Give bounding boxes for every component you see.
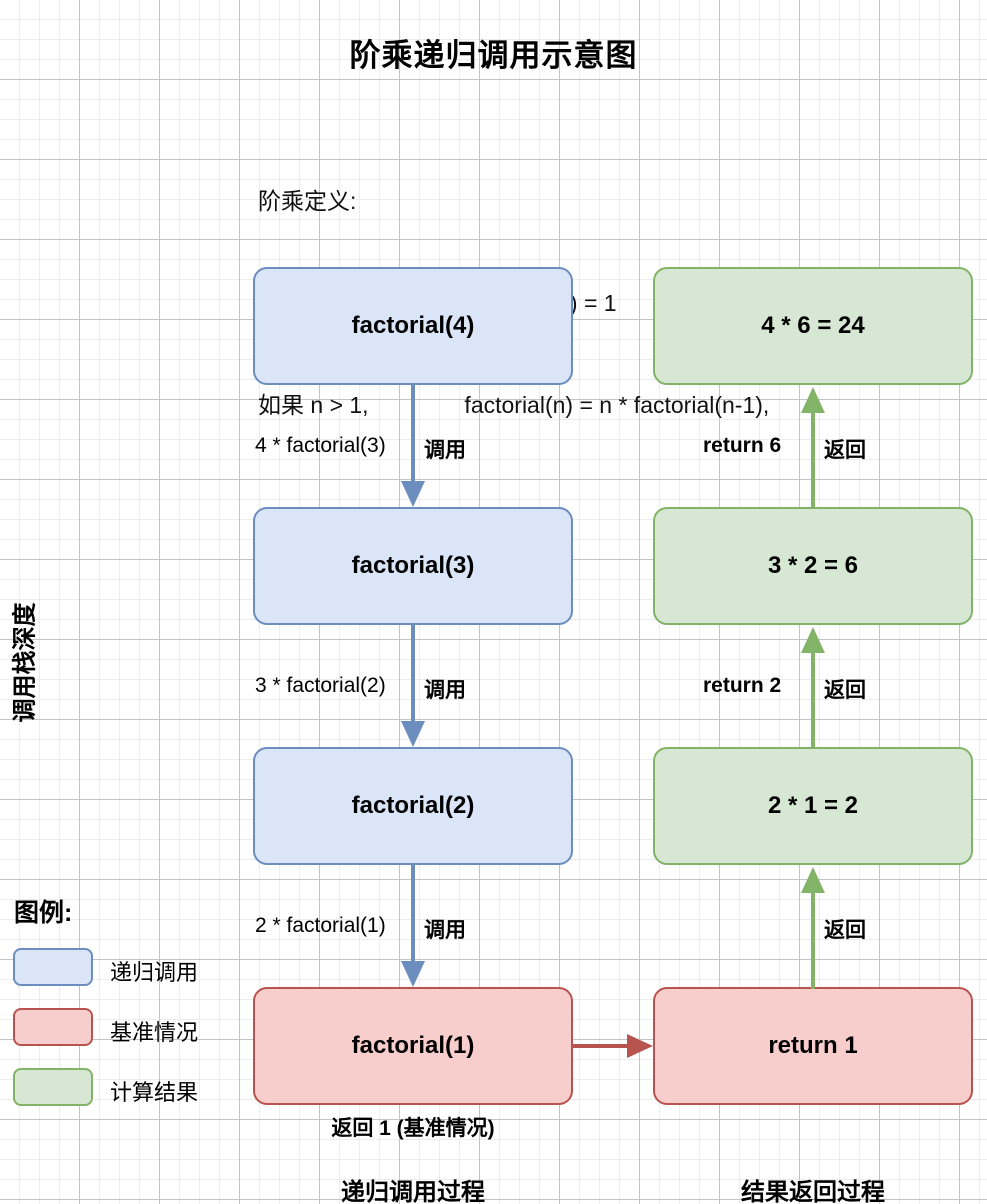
node-label: factorial(1) (351, 1032, 475, 1059)
base-case-transfer-arrow (573, 1034, 653, 1058)
return-edge-action-6: 返回 (824, 439, 866, 462)
return-node-return-1[interactable]: return 1 (653, 987, 973, 1105)
node-label: factorial(2) (351, 792, 475, 819)
legend-label-base-case: 基准情况 (110, 1020, 199, 1045)
return-arrow-2-to-3 (801, 627, 825, 749)
return-edge-action-2: 返回 (824, 679, 866, 702)
node-label: 3 * 2 = 6 (767, 552, 859, 579)
return-node-2x1[interactable]: 2 * 1 = 2 (653, 747, 973, 865)
call-node-factorial-3[interactable]: factorial(3) (253, 507, 573, 625)
call-edge-action-4: 调用 (424, 439, 466, 462)
call-edge-label-4: 4 * factorial(3) (255, 434, 386, 457)
definition-recursive-case: 如果 n > 1, factorial(n) = n * factorial(n… (258, 392, 770, 418)
call-column-caption: 递归调用过程 (341, 1179, 485, 1204)
base-case-caption: 返回 1 (基准情况) (331, 1117, 495, 1140)
call-arrow-3-to-2 (401, 625, 425, 747)
return-node-4x6[interactable]: 4 * 6 = 24 (653, 267, 973, 385)
return-edge-action-1: 返回 (824, 919, 866, 942)
call-edge-action-3: 调用 (424, 679, 466, 702)
definition-heading: 阶乘定义: (258, 188, 357, 214)
call-arrow-2-to-1 (401, 865, 425, 987)
legend-title: 图例: (14, 899, 73, 927)
call-node-factorial-4[interactable]: factorial(4) (253, 267, 573, 385)
node-label: factorial(3) (351, 552, 475, 579)
call-edge-label-2: 2 * factorial(1) (255, 914, 386, 937)
return-arrow-1-to-2 (801, 867, 825, 989)
call-node-factorial-1[interactable]: factorial(1) (253, 987, 573, 1105)
call-edge-label-3: 3 * factorial(2) (255, 674, 386, 697)
node-label: factorial(4) (351, 312, 475, 339)
call-stack-depth-axis-label: 调用栈深度 (11, 602, 39, 723)
return-edge-label-6: return 6 (703, 434, 782, 457)
node-label: 4 * 6 = 24 (761, 312, 865, 339)
legend-swatch-recursive-call (13, 948, 93, 986)
legend-label-recursive-call: 递归调用 (110, 960, 199, 985)
node-label: 2 * 1 = 2 (767, 792, 859, 819)
legend-swatch-computed-result (13, 1068, 93, 1106)
return-node-3x2[interactable]: 3 * 2 = 6 (653, 507, 973, 625)
node-label: return 1 (768, 1032, 858, 1059)
legend-swatch-base-case (13, 1008, 93, 1046)
return-column-caption: 结果返回过程 (741, 1179, 885, 1204)
legend-label-computed-result: 计算结果 (110, 1080, 199, 1105)
page-title: 阶乘递归调用示意图 (349, 38, 638, 73)
return-edge-label-2: return 2 (703, 674, 782, 697)
return-arrow-3-to-4 (801, 387, 825, 509)
call-edge-action-2: 调用 (424, 919, 466, 942)
call-arrow-4-to-3 (401, 385, 425, 507)
call-node-factorial-2[interactable]: factorial(2) (253, 747, 573, 865)
